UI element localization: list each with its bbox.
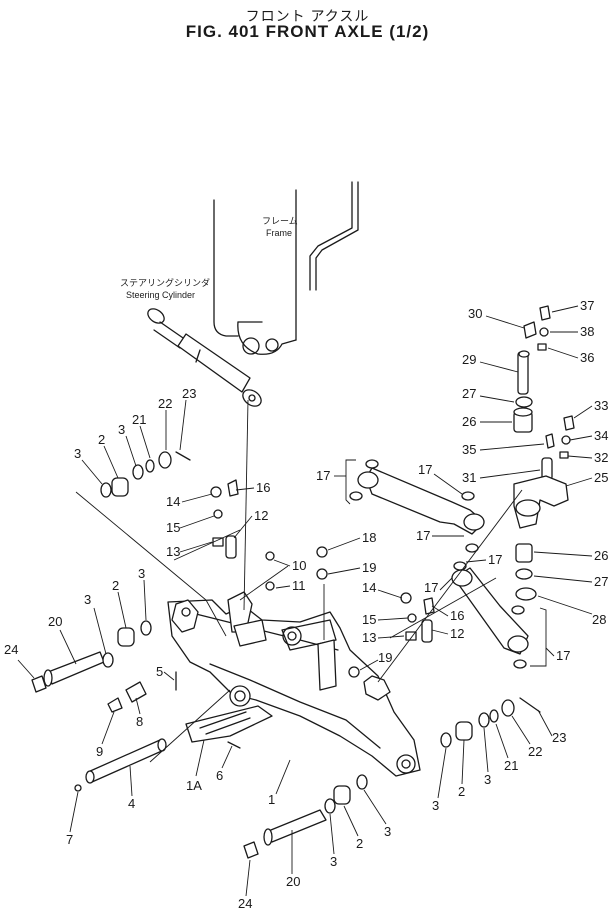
callout-14-upper: 14 [166,494,180,509]
callout-20-bottom: 20 [286,874,300,889]
callout-14-lower: 14 [362,580,376,595]
callout-3-c: 3 [84,592,91,607]
callout-15-upper: 15 [166,520,180,535]
callout-7: 7 [66,832,73,847]
steering-cylinder-label-en: Steering Cylinder [126,290,195,300]
callout-18: 18 [362,530,376,545]
callout-2-upper-left: 2 [98,432,105,447]
callout-26-lower: 26 [594,548,608,563]
callout-20-left: 20 [48,614,62,629]
callout-23-left: 23 [182,386,196,401]
japanese-title: フロント アクスル [245,8,370,24]
callout-11: 11 [292,578,306,593]
callout-1: 1 [268,792,275,807]
callout-3-g: 3 [330,854,337,869]
callout-24-bottom: 24 [238,896,252,910]
callout-13-upper: 13 [166,544,180,559]
callout-31: 31 [462,470,476,485]
callout-3-b: 3 [118,422,125,437]
callout-17-f: 17 [556,648,570,663]
callout-16-upper: 16 [256,480,270,495]
callout-12-upper: 12 [254,508,268,523]
callout-1a: 1A [186,778,202,793]
callout-12-lower: 12 [450,626,464,641]
callout-16-lower: 16 [450,608,464,623]
callout-30: 30 [468,306,482,321]
callout-37: 37 [580,298,594,313]
callout-3-a: 3 [74,446,81,461]
callout-17-d: 17 [488,552,502,567]
callout-3-h: 3 [384,824,391,839]
callout-24-left: 24 [4,642,18,657]
callout-8: 8 [136,714,143,729]
callout-23-right: 23 [552,730,566,745]
callout-19-upper: 19 [362,560,376,575]
callout-2-bottom: 2 [356,836,363,851]
callout-numbers: 1 1A 2 2 2 2 3 3 3 3 3 3 3 3 4 5 6 7 8 [4,298,608,910]
callout-17-c: 17 [416,528,430,543]
callout-6: 6 [216,768,223,783]
callout-27-lower: 27 [594,574,608,589]
callout-32: 32 [594,450,608,465]
callout-19-lower: 19 [378,650,392,665]
callout-22-left: 22 [158,396,172,411]
callout-13-lower: 13 [362,630,376,645]
callout-3-e: 3 [432,798,439,813]
callout-27-upper: 27 [462,386,476,401]
callout-28: 28 [592,612,606,627]
callout-21-right: 21 [504,758,518,773]
frame-label-en: Frame [266,228,292,238]
callout-36: 36 [580,350,594,365]
callout-5: 5 [156,664,163,679]
steering-cylinder-label-jp: ステアリングシリンダ [120,277,210,288]
steering-cylinder-drawing [147,308,262,407]
figure-title: FIG. 401 FRONT AXLE (1/2) [185,22,430,41]
callout-29: 29 [462,352,476,367]
callout-3-d: 3 [138,566,145,581]
loose-parts [31,305,575,859]
callout-3-f: 3 [484,772,491,787]
callout-9: 9 [96,744,103,759]
callout-17-a: 17 [316,468,330,483]
leader-lines [75,399,547,763]
callout-26-upper: 26 [462,414,476,429]
axle-body-drawing [167,591,421,777]
callout-2-right: 2 [458,784,465,799]
callout-4: 4 [128,796,135,811]
callout-17-b: 17 [418,462,432,477]
callout-25: 25 [594,470,608,485]
frame-label-jp: フレーム [262,216,298,226]
callout-34: 34 [594,428,608,443]
callout-21-left: 21 [132,412,146,427]
callout-35: 35 [462,442,476,457]
callout-15-lower: 15 [362,612,376,627]
callout-38: 38 [580,324,594,339]
callout-22-right: 22 [528,744,542,759]
callout-10: 10 [292,558,306,573]
callout-17-e: 17 [424,580,438,595]
frame-drawing [213,181,359,355]
callout-33: 33 [594,398,608,413]
callout-2-mid-left: 2 [112,578,119,593]
